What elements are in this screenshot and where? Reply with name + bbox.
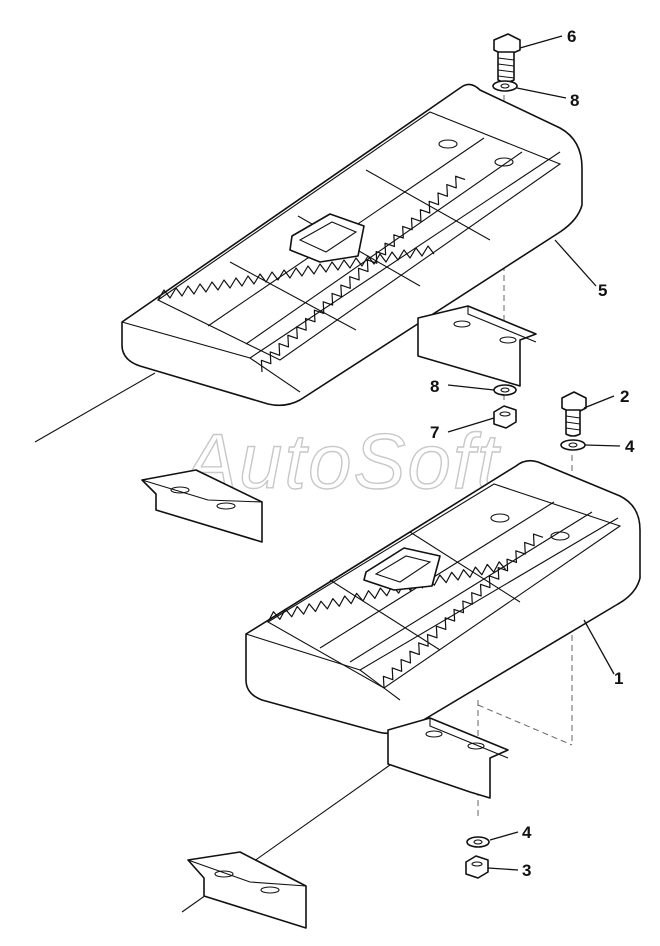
washer-part-4-lower	[466, 836, 490, 848]
lower-right-bracket	[387, 717, 509, 799]
upper-right-bracket	[417, 305, 537, 387]
callout-6: 6	[567, 27, 576, 46]
washer-part-8-lower	[493, 384, 517, 396]
callout-4-upper: 4	[625, 437, 635, 456]
washer-part-8-upper	[492, 80, 518, 92]
callout-4-lower: 4	[522, 823, 532, 842]
callout-8-lower: 8	[430, 377, 439, 396]
callout-8-upper: 8	[570, 91, 579, 110]
bolt-part-6	[493, 33, 521, 83]
middle-left-bracket	[141, 469, 263, 543]
callout-5: 5	[598, 281, 607, 300]
upper-step-plate-part-5	[121, 83, 583, 407]
lower-step-plate-part-1	[245, 459, 641, 735]
bottom-left-bracket	[187, 851, 307, 929]
callout-3: 3	[522, 861, 531, 880]
bolt-part-2	[561, 391, 587, 437]
nut-part-7	[493, 405, 517, 429]
callout-1: 1	[614, 669, 623, 688]
washer-part-4-upper	[560, 439, 586, 451]
callout-7: 7	[430, 423, 439, 442]
leader-lines	[447, 35, 621, 871]
callout-2: 2	[620, 387, 629, 406]
nut-part-3	[465, 855, 489, 879]
